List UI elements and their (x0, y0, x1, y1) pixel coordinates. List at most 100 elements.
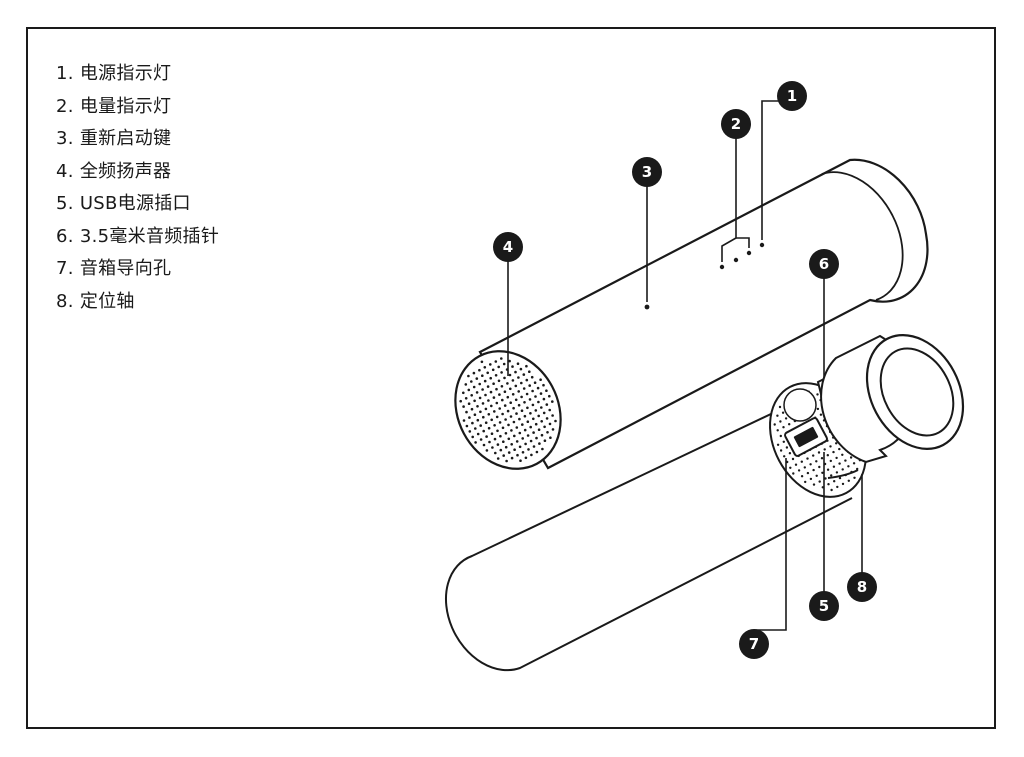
grille-hole (536, 386, 540, 390)
grille-hole (818, 465, 821, 469)
grille-hole (535, 450, 539, 454)
grille-hole (526, 406, 529, 410)
grille-hole (530, 453, 533, 457)
grille-hole (525, 364, 528, 368)
grille-hole (535, 436, 538, 440)
grille-hole (479, 438, 483, 441)
grille-hole (832, 465, 836, 468)
callout-5: 5 (809, 591, 839, 621)
grille-hole (538, 442, 541, 445)
grille-hole (484, 407, 488, 411)
grille-hole (545, 417, 549, 420)
grille-hole (542, 383, 545, 387)
grille-hole (516, 362, 520, 366)
grille-hole (543, 439, 547, 443)
grille-hole (470, 407, 474, 411)
grille-hole (509, 415, 513, 418)
grille-hole (809, 463, 812, 466)
grille-hole (511, 365, 514, 368)
grille-hole (548, 422, 552, 426)
grille-hole (467, 374, 470, 378)
restart-key (644, 304, 650, 310)
grille-hole (541, 447, 544, 451)
grille-hole (835, 456, 838, 460)
grille-hole (529, 439, 533, 443)
base-cap (820, 334, 965, 464)
legend-label: 重新启动键 (79, 128, 172, 149)
grille-hole (532, 431, 535, 434)
svg-text:3: 3 (642, 163, 652, 181)
grille-hole (491, 368, 495, 372)
grille-hole (489, 376, 493, 380)
grille-hole (502, 440, 505, 444)
grille-hole (776, 429, 779, 432)
legend-label: USB电源插口 (79, 193, 191, 214)
grille-hole (549, 436, 552, 440)
grille-hole (784, 417, 788, 420)
grille-hole (838, 476, 842, 480)
grille-hole (489, 390, 493, 394)
grille-hole (474, 427, 477, 430)
grille-hole (482, 443, 486, 447)
svg-text:1: 1 (787, 87, 797, 105)
grille-hole (487, 399, 490, 402)
grille-hole (528, 398, 532, 401)
grille-hole (510, 443, 513, 446)
grille-hole (486, 371, 490, 375)
grille-hole (548, 408, 551, 412)
legend-label: 音箱导向孔 (79, 258, 172, 279)
grille-hole (484, 421, 488, 425)
grille-hole (833, 480, 836, 483)
grille-hole (501, 426, 505, 430)
grille-hole (779, 449, 783, 452)
grille-hole (490, 432, 494, 436)
grille-hole (824, 477, 827, 480)
legend-label: 定位轴 (79, 290, 135, 312)
svg-text:7: 7 (749, 635, 759, 653)
grille-hole (507, 423, 510, 427)
grille-hole (806, 471, 810, 475)
grille-hole (525, 392, 529, 396)
grille-hole (497, 365, 501, 369)
grille-hole (521, 451, 525, 454)
grille-hole (820, 457, 824, 460)
svg-text:2: 2 (731, 115, 741, 133)
grille-hole (779, 420, 782, 423)
grille-hole (829, 445, 832, 448)
grille-hole (542, 411, 546, 415)
grille-hole (548, 394, 551, 398)
grille-hole (473, 399, 476, 403)
grille-hole (479, 410, 482, 414)
svg-text:4: 4 (503, 238, 513, 256)
audio-pin-recess (783, 388, 817, 422)
grille-hole (483, 379, 487, 383)
grille-hole (513, 448, 516, 452)
grille-hole (464, 397, 468, 400)
grille-hole (551, 414, 554, 417)
grille-hole (499, 434, 502, 438)
grille-hole (512, 420, 516, 424)
positioning-shaft-slot (827, 469, 859, 479)
grille-hole (520, 395, 523, 399)
diagram-frame (26, 27, 996, 729)
grille-hole (781, 411, 785, 414)
grille-hole (518, 417, 521, 421)
main-tube (478, 158, 929, 470)
grille-hole (504, 445, 508, 449)
grille-hole (797, 469, 801, 472)
grille-hole (467, 402, 471, 406)
grille-hole (826, 454, 829, 457)
grille-hole (494, 360, 498, 363)
grille-hole (495, 415, 499, 419)
grille-hole (520, 409, 524, 413)
grille-hole (829, 459, 832, 463)
grille-hole (482, 415, 485, 419)
grille-hole (527, 448, 530, 451)
grille-hole (794, 463, 798, 466)
grille-hole (508, 373, 512, 377)
grille-hole (503, 404, 507, 407)
grille-hole (475, 377, 479, 380)
grille-hole (496, 457, 500, 460)
grille-hole (539, 378, 542, 382)
